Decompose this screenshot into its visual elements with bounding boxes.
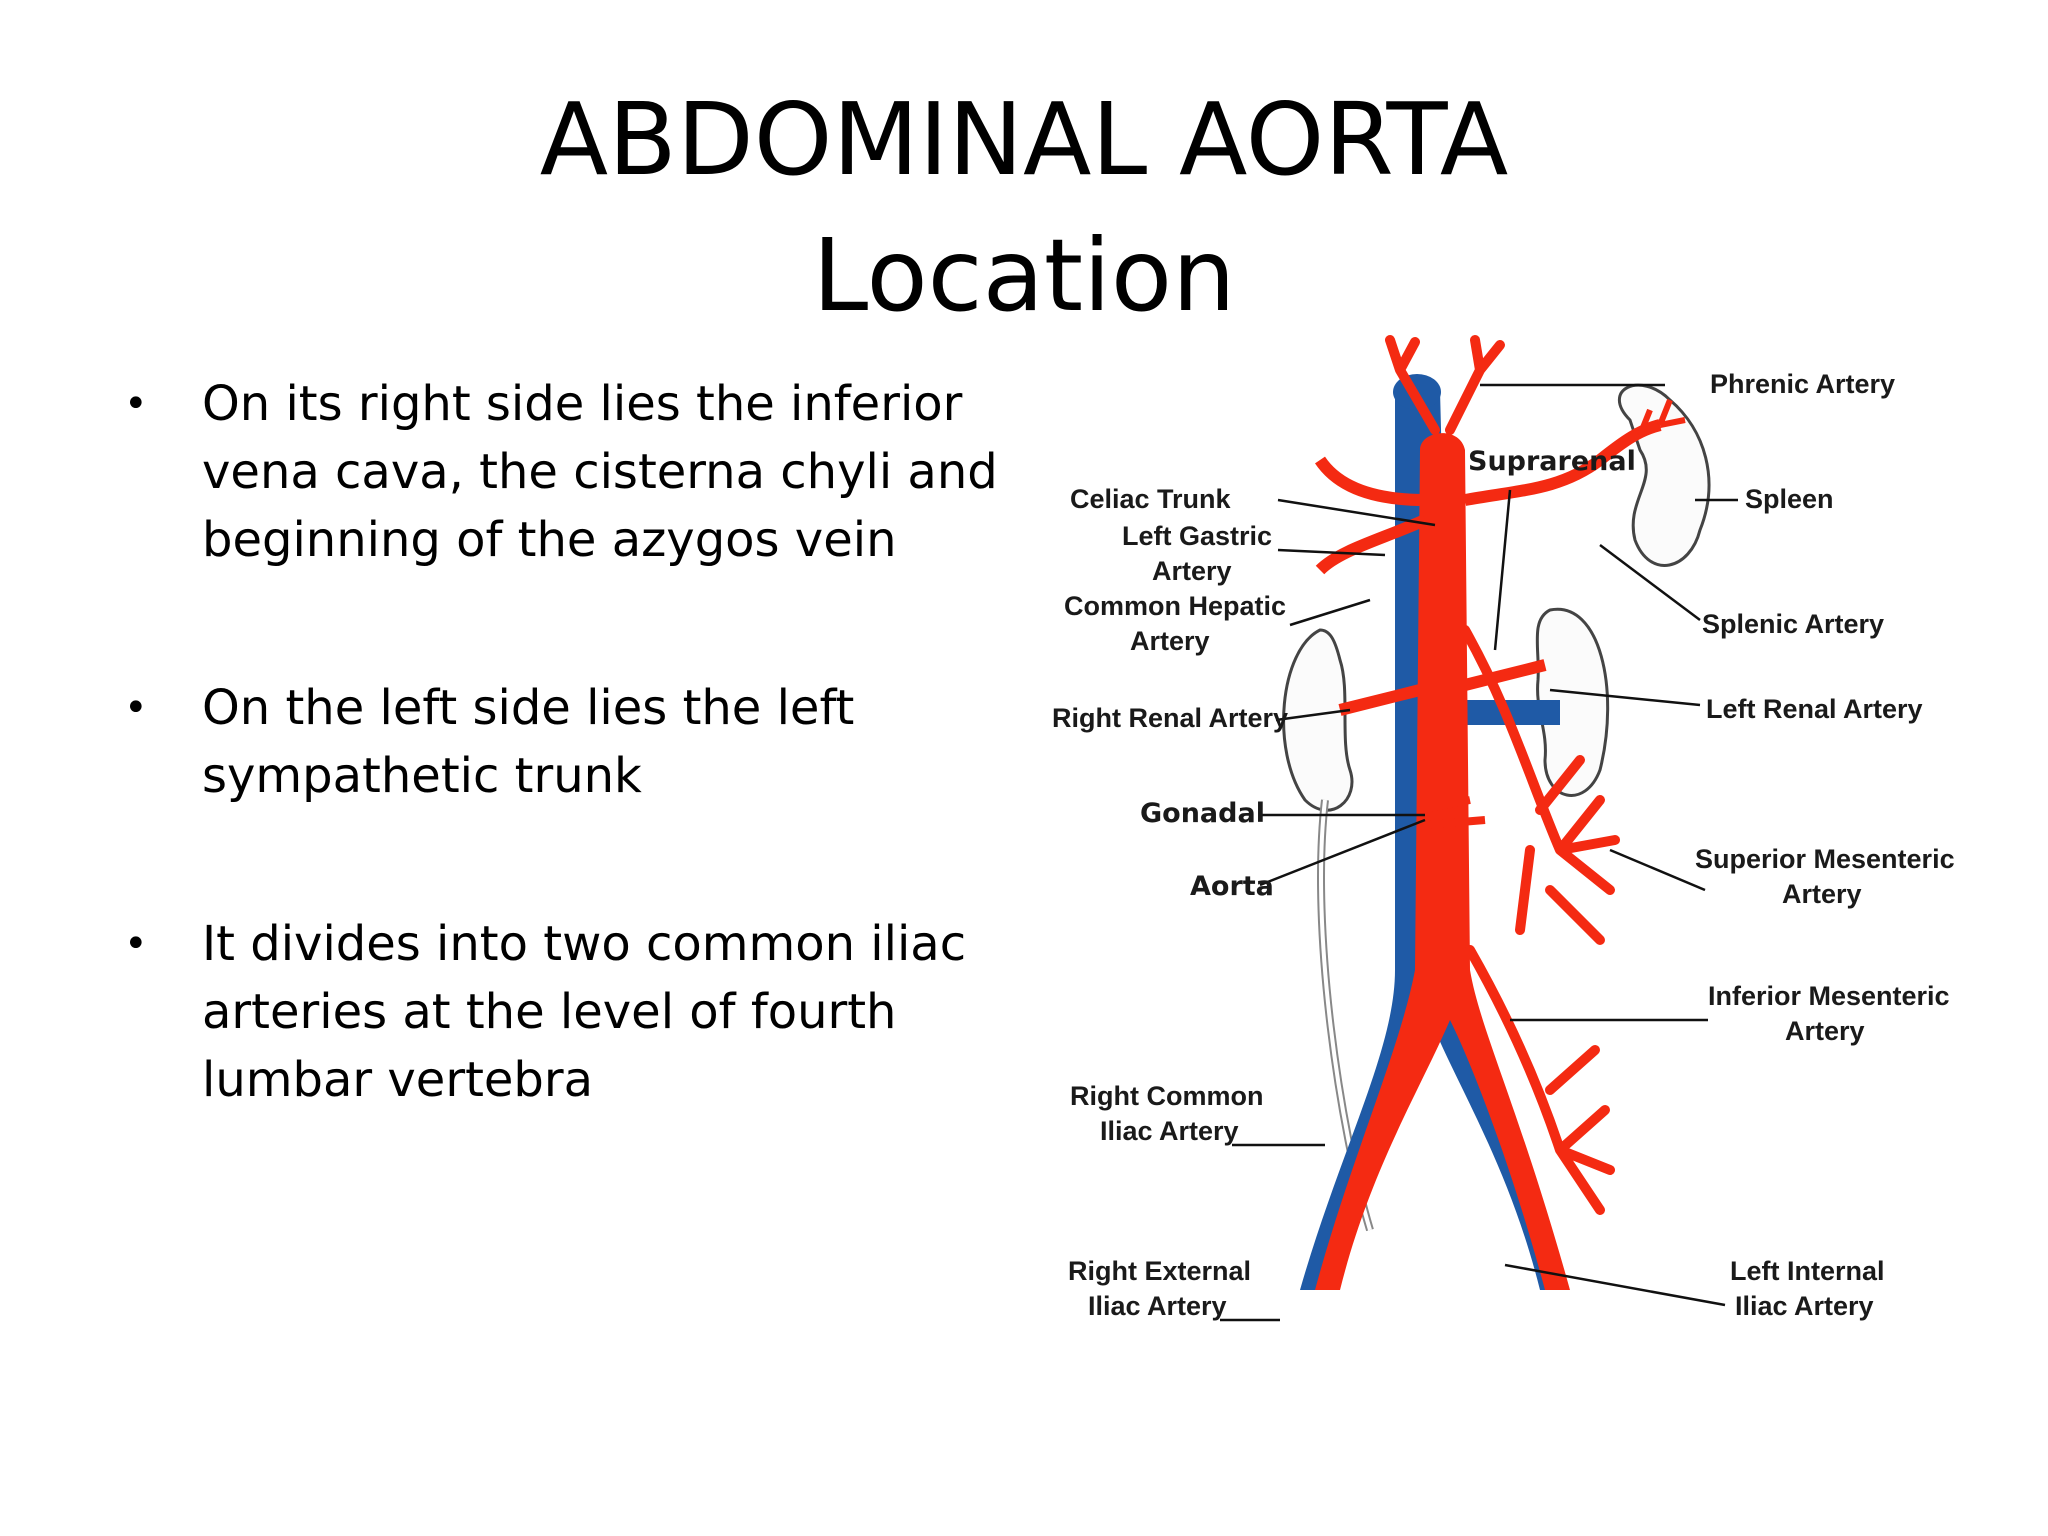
- bullet-text: It divides into two common iliac arterie…: [202, 916, 967, 1108]
- label-right-common-iliac-1: Right Common: [1070, 1081, 1263, 1111]
- aorta-vessel: [1315, 433, 1570, 1290]
- leader-left-renal: [1549, 688, 1701, 707]
- label-suprarenal: Suprarenal: [1468, 446, 1636, 477]
- right-kidney-organ: [1282, 628, 1354, 812]
- bullet-list: • On its right side lies the inferior ven…: [118, 370, 998, 1214]
- title-line-1: ABDOMINAL AORTA: [539, 81, 1509, 198]
- label-inferior-mesenteric-1: Inferior Mesenteric: [1708, 981, 1950, 1011]
- label-right-external-iliac-1: Right External: [1068, 1256, 1251, 1286]
- label-gonadal: Gonadal: [1140, 798, 1265, 829]
- abdominal-aorta-diagram: Phrenic Artery Suprarenal Spleen Celiac …: [1052, 335, 1955, 1322]
- label-superior-mesenteric-2: Artery: [1782, 879, 1862, 909]
- bullet-text: On its right side lies the inferior vena…: [202, 376, 998, 568]
- bullet-dot-icon: •: [124, 921, 148, 967]
- label-left-renal-artery: Left Renal Artery: [1706, 694, 1923, 724]
- bullet-item: • On the left side lies the left sympathe…: [118, 674, 998, 810]
- label-right-renal-artery: Right Renal Artery: [1052, 703, 1288, 733]
- label-celiac-trunk: Celiac Trunk: [1070, 484, 1232, 514]
- leader-splenic: [1599, 544, 1701, 621]
- label-right-external-iliac-2: Iliac Artery: [1088, 1291, 1227, 1321]
- bullet-item: • It divides into two common iliac arteri…: [118, 910, 998, 1114]
- bullet-item: • On its right side lies the inferior ven…: [118, 370, 998, 574]
- bullet-text: On the left side lies the left sympathet…: [202, 680, 855, 804]
- leader-superior-mesenteric: [1609, 848, 1706, 892]
- label-spleen: Spleen: [1745, 484, 1834, 514]
- label-common-hepatic-1: Common Hepatic: [1064, 591, 1286, 621]
- leader-celiac: [1277, 498, 1436, 527]
- superior-mesenteric-artery: [1460, 625, 1620, 945]
- label-right-common-iliac-2: Iliac Artery: [1100, 1116, 1239, 1146]
- title-line-2: Location: [812, 217, 1236, 334]
- leader-right-renal: [1275, 708, 1351, 722]
- label-inferior-mesenteric-2: Artery: [1785, 1016, 1865, 1046]
- leader-suprarenal: [1493, 489, 1512, 651]
- splenic-branches: [1637, 398, 1686, 437]
- bullet-dot-icon: •: [124, 685, 148, 731]
- slide-title: ABDOMINAL AORTA Location: [0, 72, 2048, 344]
- label-superior-mesenteric-1: Superior Mesenteric: [1695, 844, 1955, 874]
- gonadal-arteries: [1419, 796, 1486, 829]
- left-renal-artery: [1463, 659, 1547, 691]
- leader-left-internal-iliac: [1504, 1263, 1726, 1307]
- bullet-dot-icon: •: [124, 381, 148, 427]
- common-hepatic-artery: [1315, 456, 1428, 575]
- leader-hepatic: [1289, 598, 1371, 627]
- inferior-mesenteric-artery: [1465, 945, 1615, 1215]
- label-aorta: Aorta: [1190, 871, 1274, 902]
- leader-aorta: [1259, 818, 1426, 887]
- right-renal-artery: [1338, 684, 1422, 716]
- leader-left-gastric: [1277, 548, 1386, 557]
- label-left-gastric-1: Left Gastric: [1122, 521, 1272, 551]
- label-phrenic-artery: Phrenic Artery: [1710, 369, 1895, 399]
- label-left-gastric-2: Artery: [1152, 556, 1232, 586]
- phrenic-artery: [1385, 335, 1505, 435]
- label-left-internal-iliac-2: Iliac Artery: [1735, 1291, 1874, 1321]
- label-left-internal-iliac-1: Left Internal: [1730, 1256, 1885, 1286]
- label-splenic-artery: Splenic Artery: [1702, 609, 1884, 639]
- label-common-hepatic-2: Artery: [1130, 626, 1210, 656]
